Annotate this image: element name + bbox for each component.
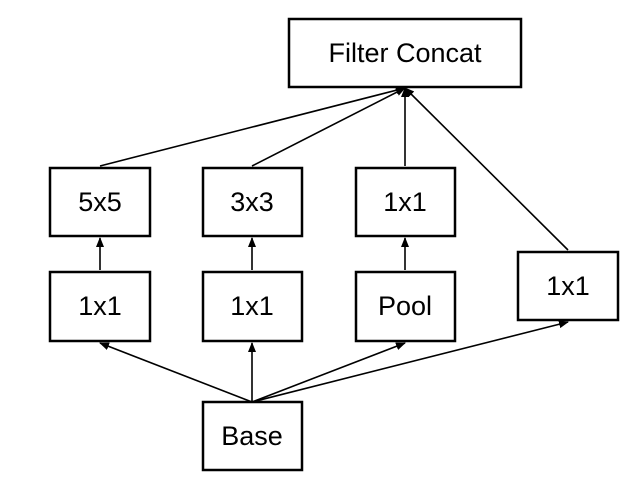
edge-conv3x3-to-filter-concat — [251, 87, 406, 167]
node-conv1x1-direct-label: 1x1 — [546, 271, 590, 301]
edge-base-to-reduce-1x1-a — [99, 342, 253, 403]
node-base-label: Base — [221, 421, 283, 451]
node-conv3x3: 3x3 — [201, 166, 304, 238]
node-base: Base — [201, 400, 304, 472]
node-conv1x1-top: 1x1 — [354, 166, 457, 238]
node-filter-concat: Filter Concat — [287, 17, 523, 89]
node-conv5x5-label: 5x5 — [78, 187, 122, 217]
edge-base-to-pool — [251, 342, 406, 403]
node-conv1x1-top-label: 1x1 — [383, 187, 427, 217]
edge-base-to-conv1x1-direct — [251, 320, 569, 403]
node-pool-label: Pool — [378, 291, 432, 321]
node-filter-concat-label: Filter Concat — [328, 38, 482, 68]
node-reduce-1x1-a-label: 1x1 — [78, 291, 122, 321]
edge-conv1x1-direct-to-filter-concat — [404, 87, 569, 251]
node-reduce-1x1-b: 1x1 — [201, 270, 304, 343]
node-pool: Pool — [354, 270, 457, 343]
node-conv5x5: 5x5 — [48, 166, 152, 238]
edges — [96, 86, 569, 403]
node-reduce-1x1-a: 1x1 — [48, 270, 152, 343]
edge-conv5x5-to-filter-concat — [99, 86, 406, 167]
node-reduce-1x1-b-label: 1x1 — [230, 291, 274, 321]
node-conv3x3-label: 3x3 — [230, 187, 274, 217]
node-conv1x1-direct: 1x1 — [516, 250, 620, 322]
